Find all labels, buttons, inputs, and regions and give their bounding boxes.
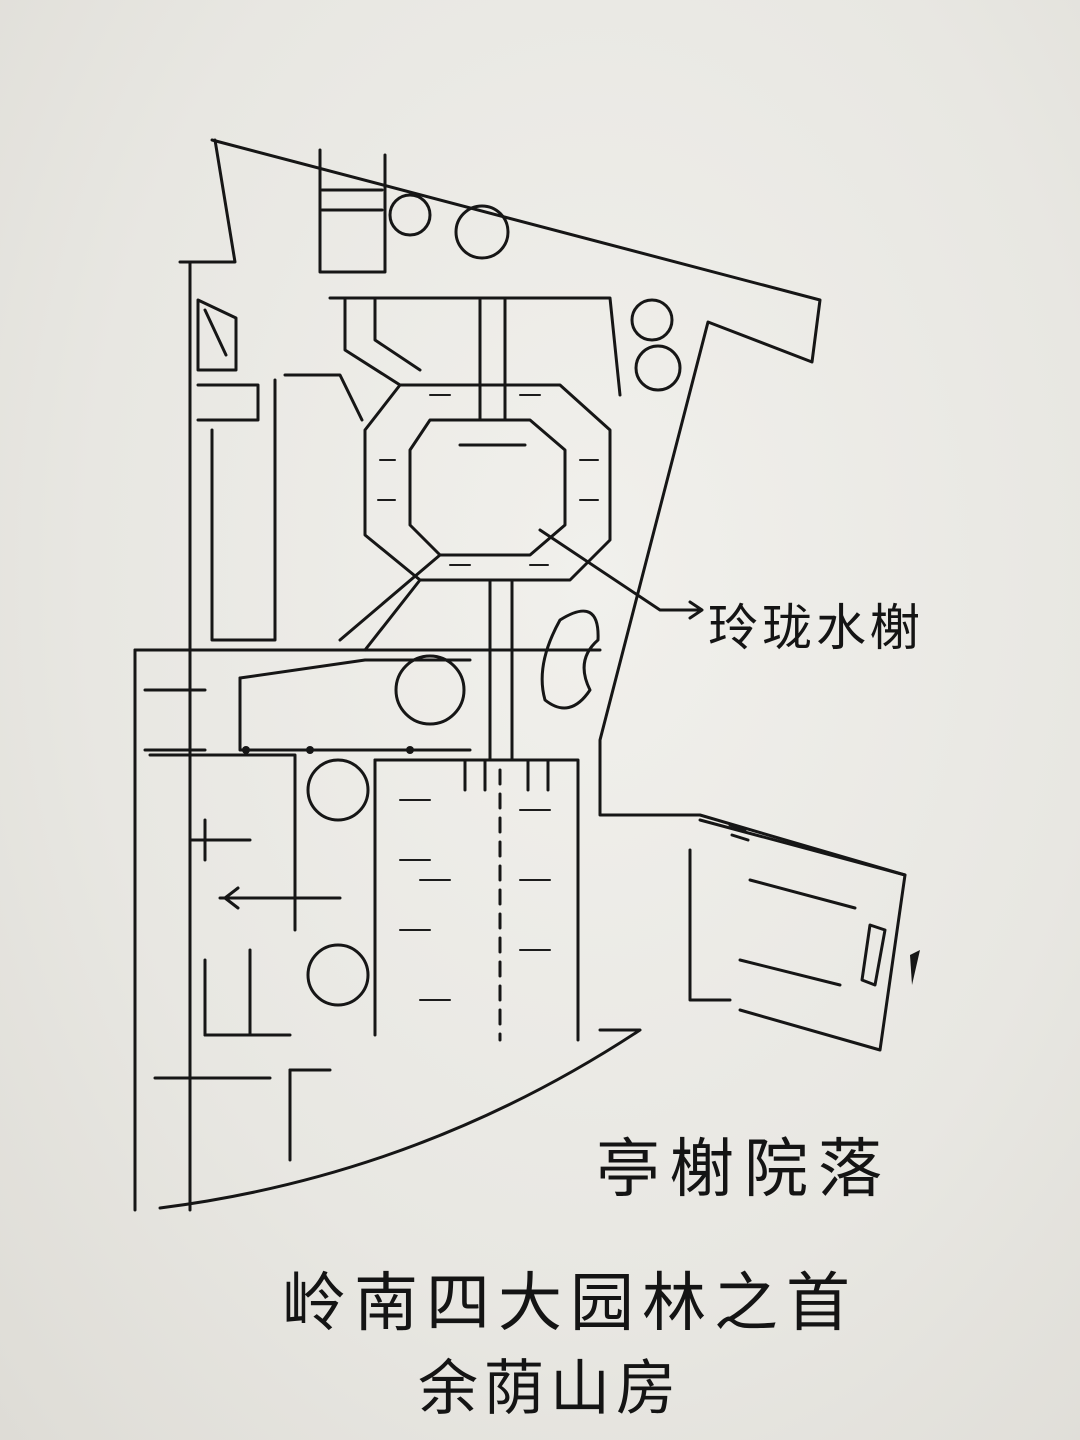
north-entry	[318, 148, 622, 397]
caption-name: 余荫山房	[418, 1354, 682, 1424]
trees	[306, 193, 682, 1007]
caption-title: 岭南四大园林之首	[282, 1267, 858, 1341]
courtyard-label: 亭榭院落	[596, 1133, 892, 1207]
terrace-posts	[242, 746, 414, 754]
west-rooms	[143, 688, 342, 1162]
pavilion-label: 玲珑水榭	[708, 599, 924, 657]
west-building	[196, 298, 364, 642]
arrow-west	[223, 886, 240, 910]
terrace	[238, 658, 550, 792]
octagonal-pond	[338, 298, 612, 762]
east-building	[688, 818, 907, 1052]
pond-hatch	[399, 799, 551, 1001]
site-boundary	[133, 138, 907, 1212]
rockery	[540, 609, 600, 710]
water-hatch	[377, 394, 599, 566]
pavilion-leader	[538, 528, 704, 620]
rectangular-pond	[373, 758, 580, 1042]
north-arrow	[910, 950, 920, 985]
